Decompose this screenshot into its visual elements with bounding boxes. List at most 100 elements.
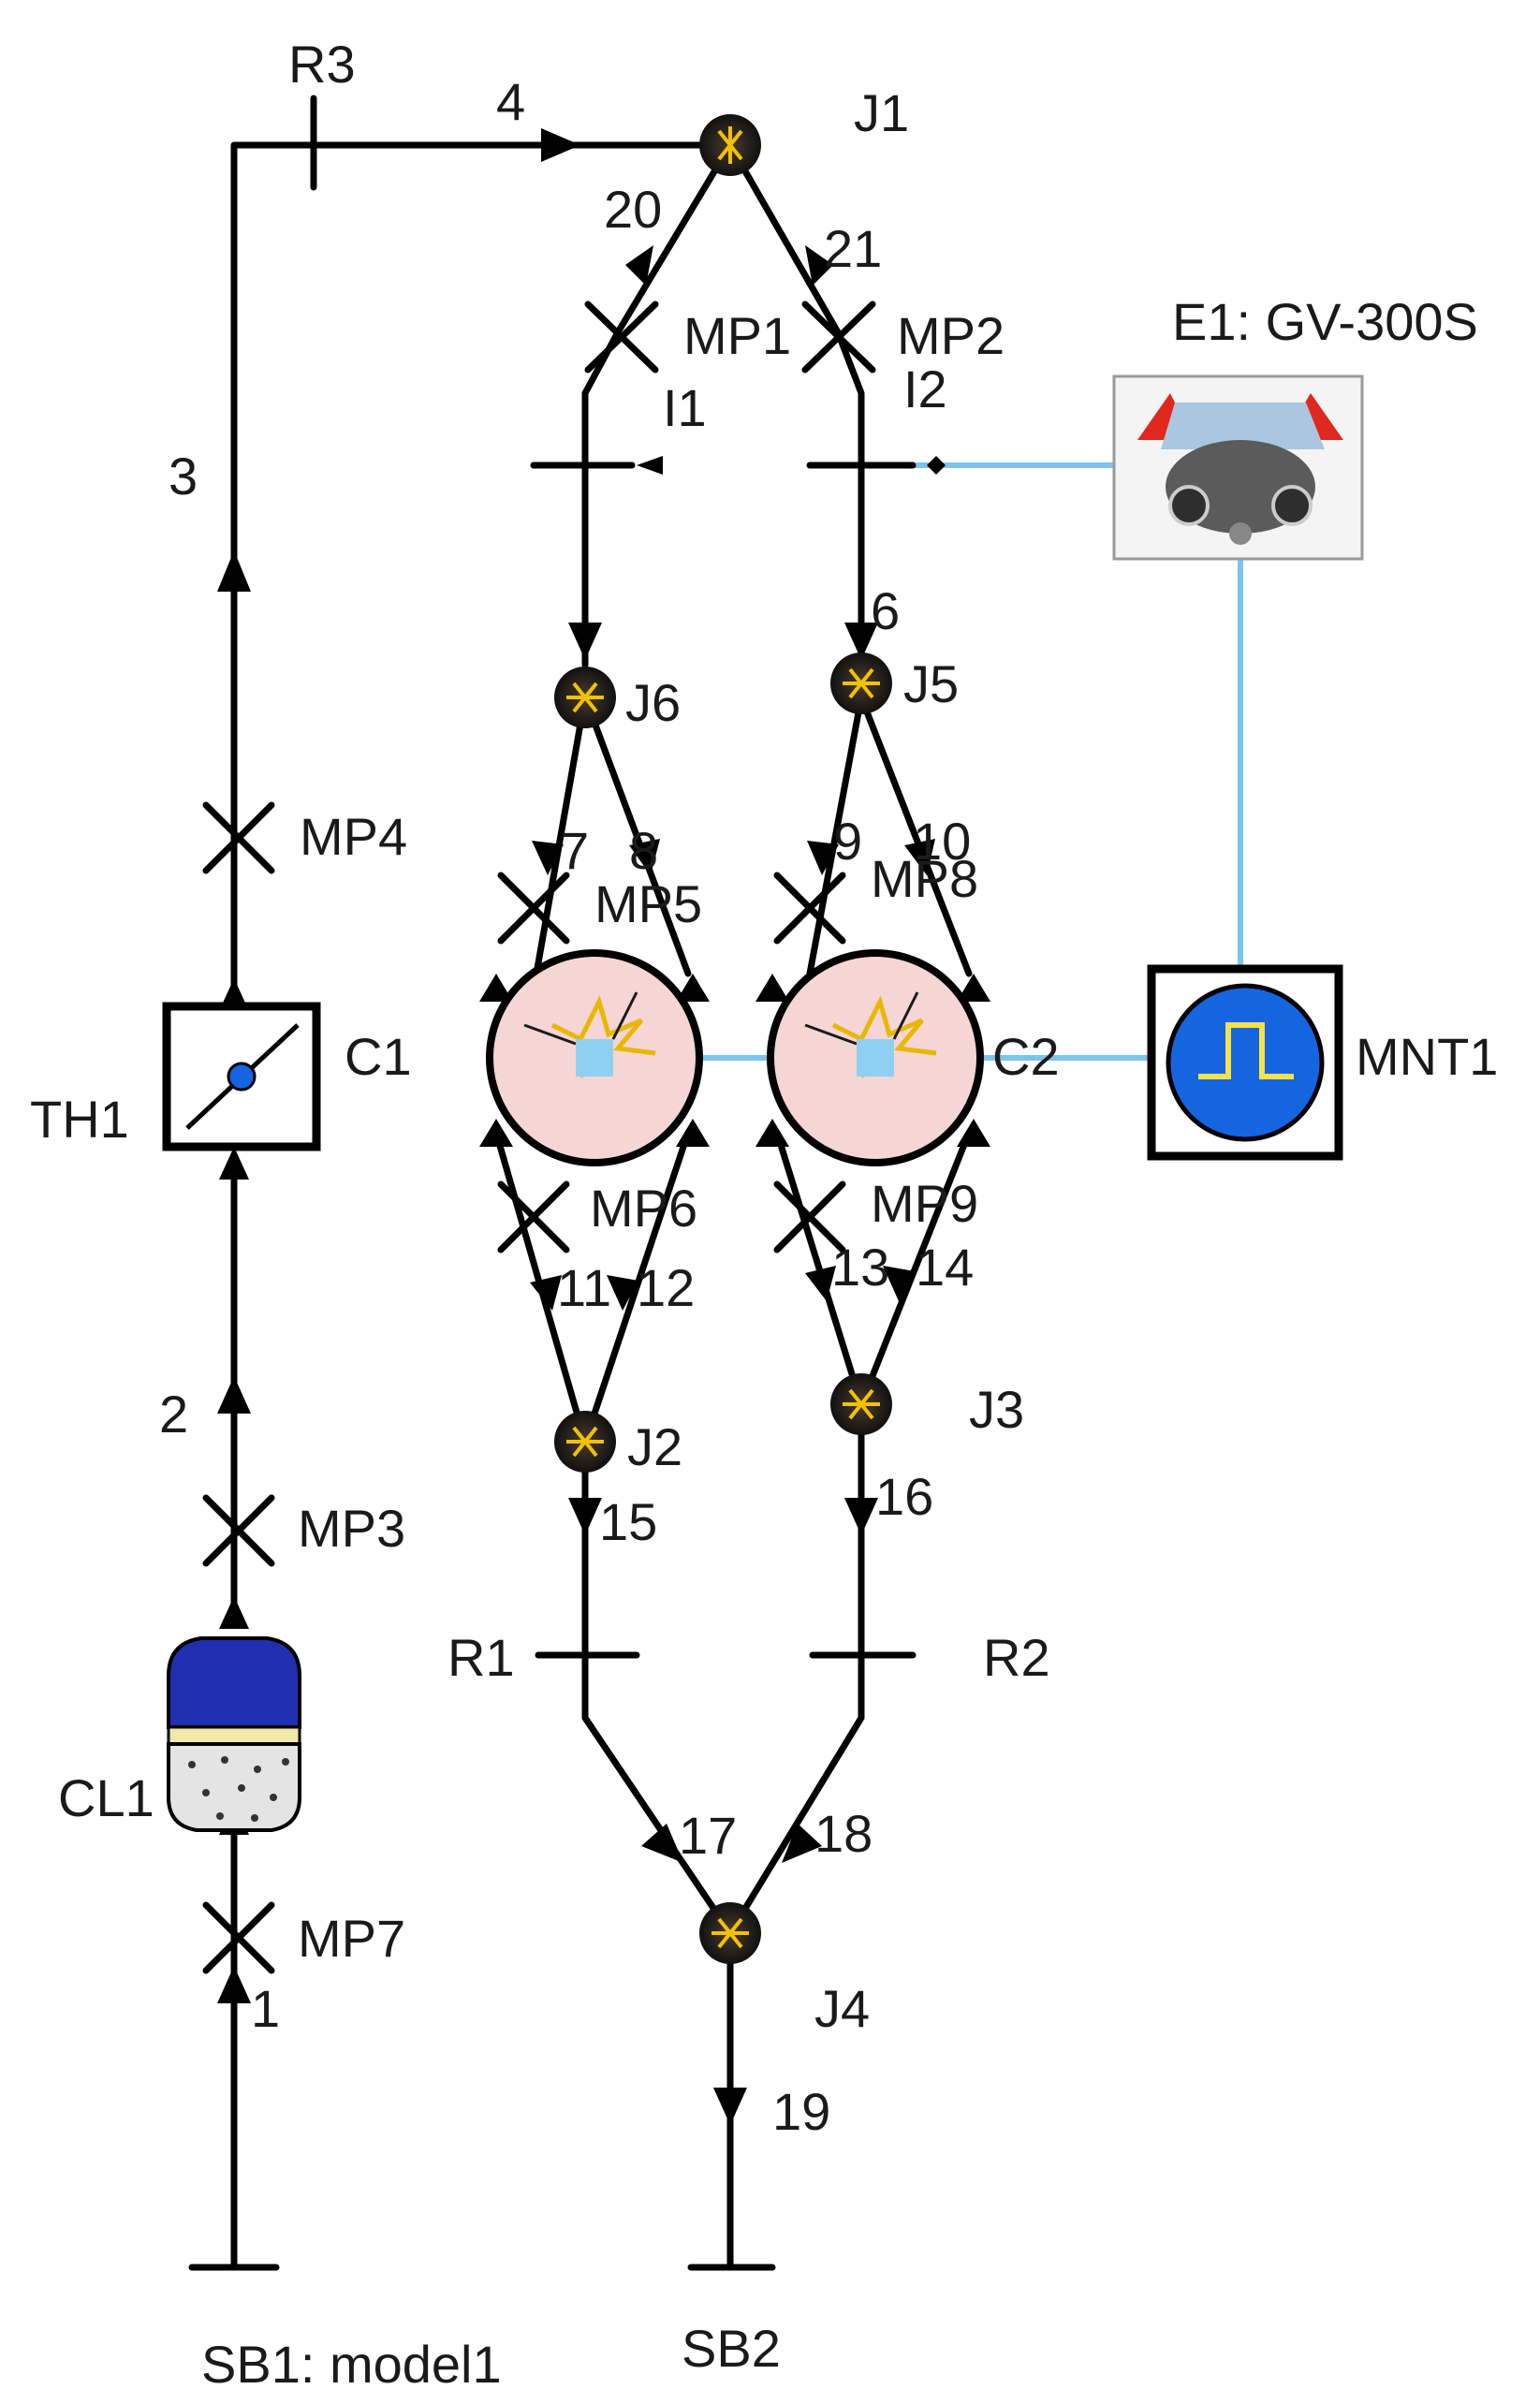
arrow-6 xyxy=(844,623,878,660)
J3-node[interactable] xyxy=(830,1373,892,1435)
label-pipe-3: 3 xyxy=(169,447,198,506)
label-J2: J2 xyxy=(627,1417,682,1476)
arrow-cl1-out xyxy=(219,1596,249,1629)
label-J3: J3 xyxy=(969,1380,1024,1439)
label-MP6: MP6 xyxy=(590,1179,697,1238)
label-pipe-7: 7 xyxy=(560,821,589,880)
arrow-i2-probe xyxy=(927,456,946,475)
chamber-C1[interactable] xyxy=(486,949,703,1166)
label-MP4: MP4 xyxy=(300,807,407,866)
arrow-13 xyxy=(805,1266,836,1301)
junctions xyxy=(554,114,892,1964)
label-pipe-13: 13 xyxy=(831,1238,889,1297)
pipe-20[interactable] xyxy=(581,141,734,668)
MP2-mark[interactable] xyxy=(801,300,876,374)
label-TH1: TH1 xyxy=(30,1090,129,1149)
MP5-mark[interactable] xyxy=(497,872,570,945)
arrow-c2-tl xyxy=(755,974,789,1002)
MP3-mark[interactable] xyxy=(202,1494,275,1567)
arrow-19 xyxy=(713,2088,747,2125)
label-J4: J4 xyxy=(814,1979,870,2038)
pipe-10[interactable] xyxy=(858,694,973,977)
arrow-8 xyxy=(629,839,660,875)
label-pipe-19: 19 xyxy=(772,2082,830,2141)
label-J5: J5 xyxy=(903,654,959,713)
MP4-mark[interactable] xyxy=(202,801,275,874)
label-pipe-17: 17 xyxy=(679,1806,737,1865)
MP9-mark[interactable] xyxy=(773,1180,846,1253)
pipe-21[interactable] xyxy=(726,141,865,668)
arrow-c1-tl xyxy=(479,974,513,1002)
J5-node[interactable] xyxy=(830,652,892,714)
label-pipe-18: 18 xyxy=(814,1804,873,1863)
label-MP9: MP9 xyxy=(871,1174,978,1233)
label-SB2: SB2 xyxy=(682,2319,781,2378)
label-J6: J6 xyxy=(625,673,681,732)
arrow-20 xyxy=(625,245,653,286)
label-pipe-6: 6 xyxy=(871,581,900,640)
arrow-7 xyxy=(532,841,564,875)
label-C1: C1 xyxy=(345,1027,412,1086)
label-pipe-8: 8 xyxy=(629,821,658,880)
pipe-8[interactable] xyxy=(581,694,692,977)
arrow-i1-probe xyxy=(637,456,663,475)
arrow-21 xyxy=(805,245,833,286)
label-pipe-15: 15 xyxy=(599,1492,657,1551)
monitor-MNT1[interactable] xyxy=(1147,964,1343,1161)
J6-node[interactable] xyxy=(554,667,616,728)
label-pipe-2: 2 xyxy=(159,1385,188,1444)
measurement-points xyxy=(202,300,876,1974)
chamber-C2[interactable] xyxy=(767,949,984,1166)
pipe-13[interactable] xyxy=(773,1129,865,1408)
label-MP2: MP2 xyxy=(897,306,1005,365)
arrow-2 xyxy=(217,1376,251,1414)
label-MP5: MP5 xyxy=(594,874,702,933)
label-pipe-4: 4 xyxy=(496,72,525,131)
J1-node[interactable] xyxy=(699,114,761,176)
label-pipe-9: 9 xyxy=(833,812,862,871)
pipe-9[interactable] xyxy=(806,694,865,977)
label-pipe-14: 14 xyxy=(916,1238,974,1297)
label-MNT1: MNT1 xyxy=(1356,1027,1498,1086)
label-R3: R3 xyxy=(288,35,356,94)
throttle-TH1[interactable] xyxy=(162,1002,321,1151)
arrow-11 xyxy=(530,1275,562,1311)
tank-CL1[interactable] xyxy=(167,1636,301,1832)
label-E1: E1: GV-300S xyxy=(1172,292,1478,351)
arrow-17 xyxy=(641,1824,683,1863)
arrow-14 xyxy=(883,1266,915,1301)
engine-E1[interactable] xyxy=(1112,374,1364,561)
arrow-th1-in xyxy=(219,1147,249,1180)
pipe-14[interactable] xyxy=(858,1129,973,1408)
pipe-12[interactable] xyxy=(581,1129,692,1445)
label-pipe-21: 21 xyxy=(824,219,882,278)
label-SB1: SB1: model1 xyxy=(201,2335,502,2394)
arrow-c2-bl xyxy=(755,1119,789,1147)
label-C2: C2 xyxy=(992,1027,1060,1086)
label-MP3: MP3 xyxy=(298,1499,405,1558)
arrow-15 xyxy=(568,1498,602,1535)
J2-node[interactable] xyxy=(554,1411,616,1473)
arrow-c1-tr xyxy=(676,974,710,1002)
pipe-7[interactable] xyxy=(533,694,589,977)
arrow-c1-br xyxy=(676,1119,710,1147)
arrow-9 xyxy=(807,841,839,875)
restrictions xyxy=(310,95,917,1659)
label-pipe-20: 20 xyxy=(604,180,662,239)
MP8-mark[interactable] xyxy=(773,872,846,945)
label-MP7: MP7 xyxy=(298,1909,405,1968)
arrow-18 xyxy=(782,1824,822,1863)
MP7-mark[interactable] xyxy=(202,1901,275,1974)
arrow-1 xyxy=(217,1966,251,2003)
label-J1: J1 xyxy=(854,83,909,142)
label-I1: I1 xyxy=(663,378,707,437)
MP1-mark[interactable] xyxy=(584,300,659,374)
MP6-mark[interactable] xyxy=(497,1180,570,1253)
arrow-3 xyxy=(217,550,251,592)
label-R1: R1 xyxy=(447,1628,515,1687)
J4-node[interactable] xyxy=(699,1902,761,1964)
label-MP1: MP1 xyxy=(683,306,791,365)
label-pipe-12: 12 xyxy=(637,1258,695,1317)
